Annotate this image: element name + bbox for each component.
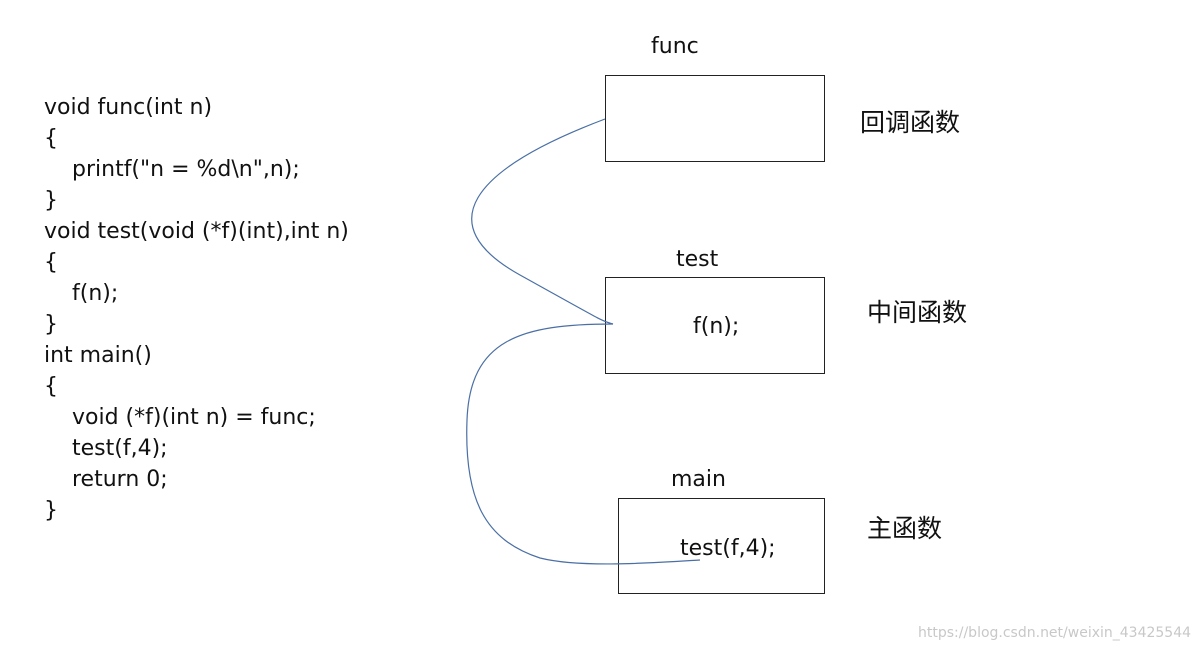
func-box (605, 75, 825, 162)
main-box-content: test(f,4); (680, 536, 776, 561)
watermark: https://blog.csdn.net/weixin_43425544 (918, 625, 1192, 641)
code-line: printf("n = %d\n",n); (72, 157, 300, 182)
test-role-label: 中间函数 (867, 298, 968, 327)
code-line: } (44, 188, 58, 213)
code-line: void (*f)(int n) = func; (72, 405, 316, 430)
connector-func-to-test (471, 118, 614, 325)
main-role-label: 主函数 (867, 514, 943, 543)
func-box-label: func (651, 34, 699, 59)
test-box-label: test (676, 247, 719, 272)
main-box-label: main (671, 467, 726, 492)
code-line: int main() (44, 343, 152, 368)
code-line: return 0; (72, 467, 168, 492)
code-line: void test(void (*f)(int),int n) (44, 219, 349, 244)
code-line: } (44, 498, 58, 523)
test-box-content: f(n); (693, 314, 740, 339)
code-line: test(f,4); (72, 436, 168, 461)
code-line: f(n); (72, 281, 119, 306)
code-line: } (44, 312, 58, 337)
code-line: { (44, 126, 58, 151)
code-line: void func(int n) (44, 95, 213, 120)
func-role-label: 回调函数 (860, 108, 961, 137)
code-line: { (44, 374, 58, 399)
code-line: { (44, 250, 58, 275)
